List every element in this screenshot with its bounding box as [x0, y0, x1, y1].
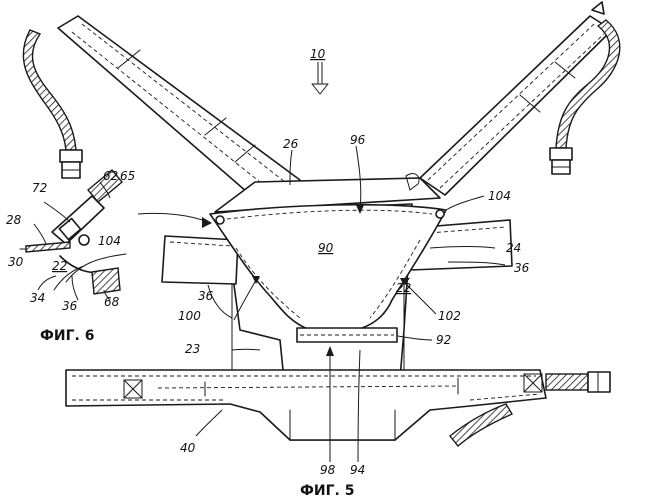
- detail-label-30: 30: [8, 255, 24, 269]
- detail-label-36: 36: [62, 299, 78, 313]
- label-23: 23: [185, 342, 200, 356]
- label-24: 24: [506, 241, 521, 255]
- detail-label-65: 65: [120, 169, 135, 183]
- detail-label-62: 62: [103, 169, 118, 183]
- label-104: 104: [488, 189, 511, 203]
- detail-label-34: 34: [30, 291, 45, 305]
- label-36-left: 36: [198, 289, 214, 303]
- detail-patch-68: [92, 268, 120, 294]
- label-98: 98: [320, 463, 336, 477]
- label-102: 102: [438, 309, 461, 323]
- detail-snap-104: [79, 235, 89, 245]
- figure-6: 72 62 65 28 104 30 22 34 36 68 ФИГ. 6: [6, 169, 135, 344]
- left-webbing-strap: [23, 30, 82, 178]
- fig5-caption: ФИГ. 5: [300, 483, 354, 499]
- detail-label-68: 68: [104, 295, 120, 309]
- right-snap: [436, 210, 444, 218]
- seat-band: [297, 328, 397, 342]
- belt-buckle: [588, 372, 610, 392]
- label-22: 22: [396, 281, 411, 295]
- detail-label-72: 72: [32, 181, 47, 195]
- label-96: 96: [350, 133, 366, 147]
- detail-label-22: 22: [52, 259, 67, 273]
- detail-label-104: 104: [98, 234, 121, 248]
- label-92: 92: [436, 333, 451, 347]
- left-shoulder-strap: [58, 16, 300, 205]
- detail-label-28: 28: [6, 213, 22, 227]
- figure-5: 10 26 96 104 90 24 36 36 22 100 102 23 9…: [23, 2, 619, 499]
- label-26: 26: [283, 137, 299, 151]
- left-side-flap: [162, 236, 238, 284]
- fig6-caption: ФИГ. 6: [40, 328, 94, 344]
- label-100: 100: [178, 309, 201, 323]
- label-94: 94: [350, 463, 365, 477]
- left-buckle-top: [60, 150, 82, 162]
- left-snap: [216, 216, 224, 224]
- right-buckle-top: [550, 148, 572, 160]
- label-90: 90: [318, 241, 334, 255]
- label-10: 10: [310, 47, 326, 61]
- label-36-right: 36: [514, 261, 530, 275]
- label-40: 40: [180, 441, 196, 455]
